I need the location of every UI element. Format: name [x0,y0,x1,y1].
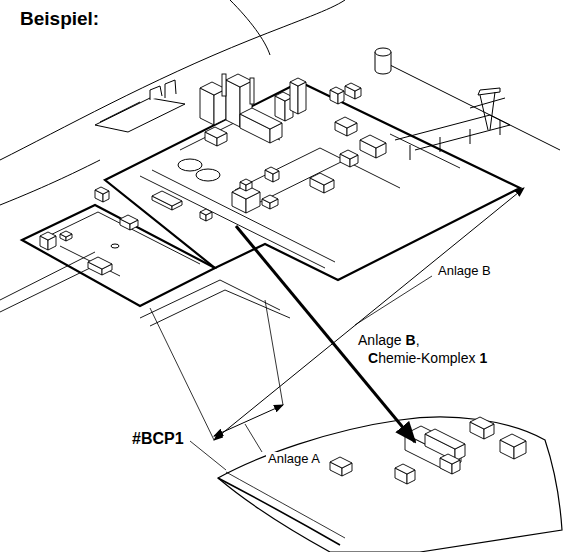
building-face [205,127,227,138]
area-label: Anlage B, [356,332,422,348]
building-face [330,87,344,94]
building-face [330,457,352,468]
building-face [152,191,182,206]
building-face [226,80,240,127]
building-face [40,232,56,240]
area-code: #BCP1 [130,430,186,448]
tanks [111,48,391,248]
inset-boundary [218,478,340,545]
building-face [95,187,109,194]
building-face [290,82,298,114]
plant-a-boundary [22,205,215,306]
building-face [290,78,306,86]
building-face [88,257,112,269]
plant-b-boundary [105,82,520,280]
building-face [345,83,361,91]
dimension-line [214,405,283,436]
extension-line [265,300,283,405]
building-face [395,464,415,474]
building-face [360,135,386,148]
chimney [250,78,254,104]
buildings [40,74,386,275]
area-label: Anlage A [266,452,322,467]
building-face [500,434,526,447]
building-face [440,454,460,464]
heading: Beispiel: [18,8,101,30]
extension-line [150,308,214,440]
building-face [335,117,357,128]
area-label: Anlage B [436,264,493,279]
building-face [262,195,278,203]
building-face [265,167,279,174]
inset-road [226,472,345,538]
building-face [298,82,306,114]
crane [395,88,510,160]
building-face [60,231,72,237]
building-face [340,150,358,159]
building-face [200,209,212,215]
roads [0,120,460,326]
area-label: Chemie-Komplex 1 [366,350,489,366]
inset-buildings [330,417,526,484]
zoom-arrow [236,226,415,442]
shoreline [0,0,560,205]
chimney [222,74,226,96]
building-face [425,429,465,449]
inset-terrain [218,417,562,552]
dimension-line [214,188,524,440]
building-face [120,215,138,224]
ship [95,80,185,132]
leader-line [355,276,432,325]
leader-line [245,424,262,452]
leader-line [190,441,226,470]
building-face [226,74,252,87]
building-face [240,179,252,185]
building-face [310,173,334,185]
building-face [470,417,494,429]
